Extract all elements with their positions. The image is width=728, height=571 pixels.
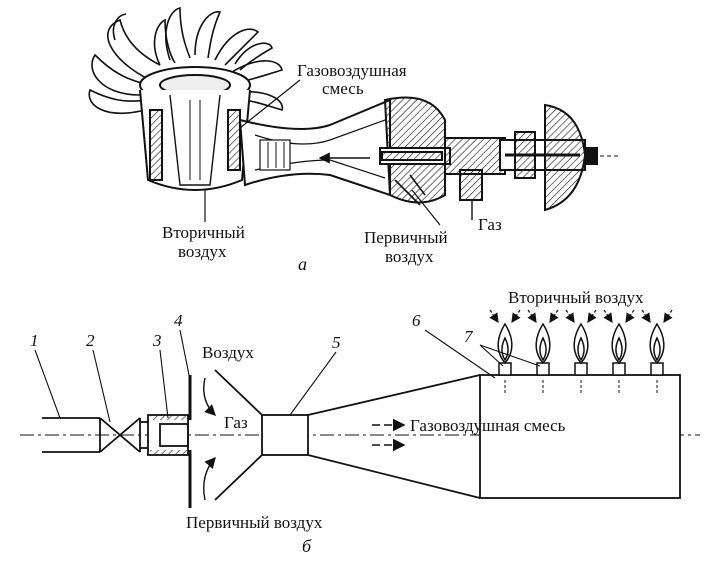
flame-crown <box>88 7 284 114</box>
label-secondary-air-a-line1: Вторичный <box>162 223 245 242</box>
label-primary-air-a-line2: воздух <box>385 247 434 266</box>
label-secondary-air-b: Вторичный воздух <box>508 288 644 307</box>
gas-pipe <box>42 417 100 453</box>
label-air-b: Воздух <box>202 343 254 362</box>
flame-port-2 <box>535 322 551 395</box>
mixture-flow-arrows <box>372 418 406 452</box>
label-secondary-air-a-line2: воздух <box>178 242 227 261</box>
callout-3: 3 <box>152 331 162 350</box>
flame-port-3 <box>573 322 589 395</box>
caption-b: б <box>302 536 312 556</box>
figure-a-cutaway: Газовоздушная смесь Вторичный воздух Пер… <box>88 7 618 274</box>
label-mixture-b: Газовоздушная смесь <box>410 416 566 435</box>
label-mixture-a-line2: смесь <box>322 79 364 98</box>
callout-4: 4 <box>174 311 183 330</box>
burner-head <box>139 66 251 191</box>
burner-manifold <box>479 374 681 499</box>
mixing-tube <box>238 98 391 197</box>
diffuser <box>307 374 481 499</box>
flame-port-4 <box>611 322 627 395</box>
air-flow-arrows <box>203 377 216 501</box>
callout-2: 2 <box>86 331 95 350</box>
callout-6: 6 <box>412 311 421 330</box>
callout-1: 1 <box>30 331 39 350</box>
figure-a-leaders <box>204 79 441 226</box>
figure-b-schematic <box>20 309 700 508</box>
label-primary-air-b: Первичный воздух <box>186 513 323 532</box>
callout-7: 7 <box>464 327 474 346</box>
label-gas-a: Газ <box>478 215 502 234</box>
label-mixture-a-line1: Газовоздушная <box>297 61 407 80</box>
caption-a: а <box>298 254 307 274</box>
mixer-confuser <box>214 369 309 501</box>
flame-port-5 <box>649 322 665 395</box>
gas-nozzle-assembly <box>379 103 618 220</box>
label-primary-air-a-line1: Первичный <box>364 228 448 247</box>
callout-leaders <box>34 329 541 423</box>
gas-valve <box>99 417 141 453</box>
gas-nozzle <box>140 414 189 456</box>
secondary-air-arrows <box>489 309 673 323</box>
label-gas-b: Газ <box>224 413 248 432</box>
callout-5: 5 <box>332 333 341 352</box>
